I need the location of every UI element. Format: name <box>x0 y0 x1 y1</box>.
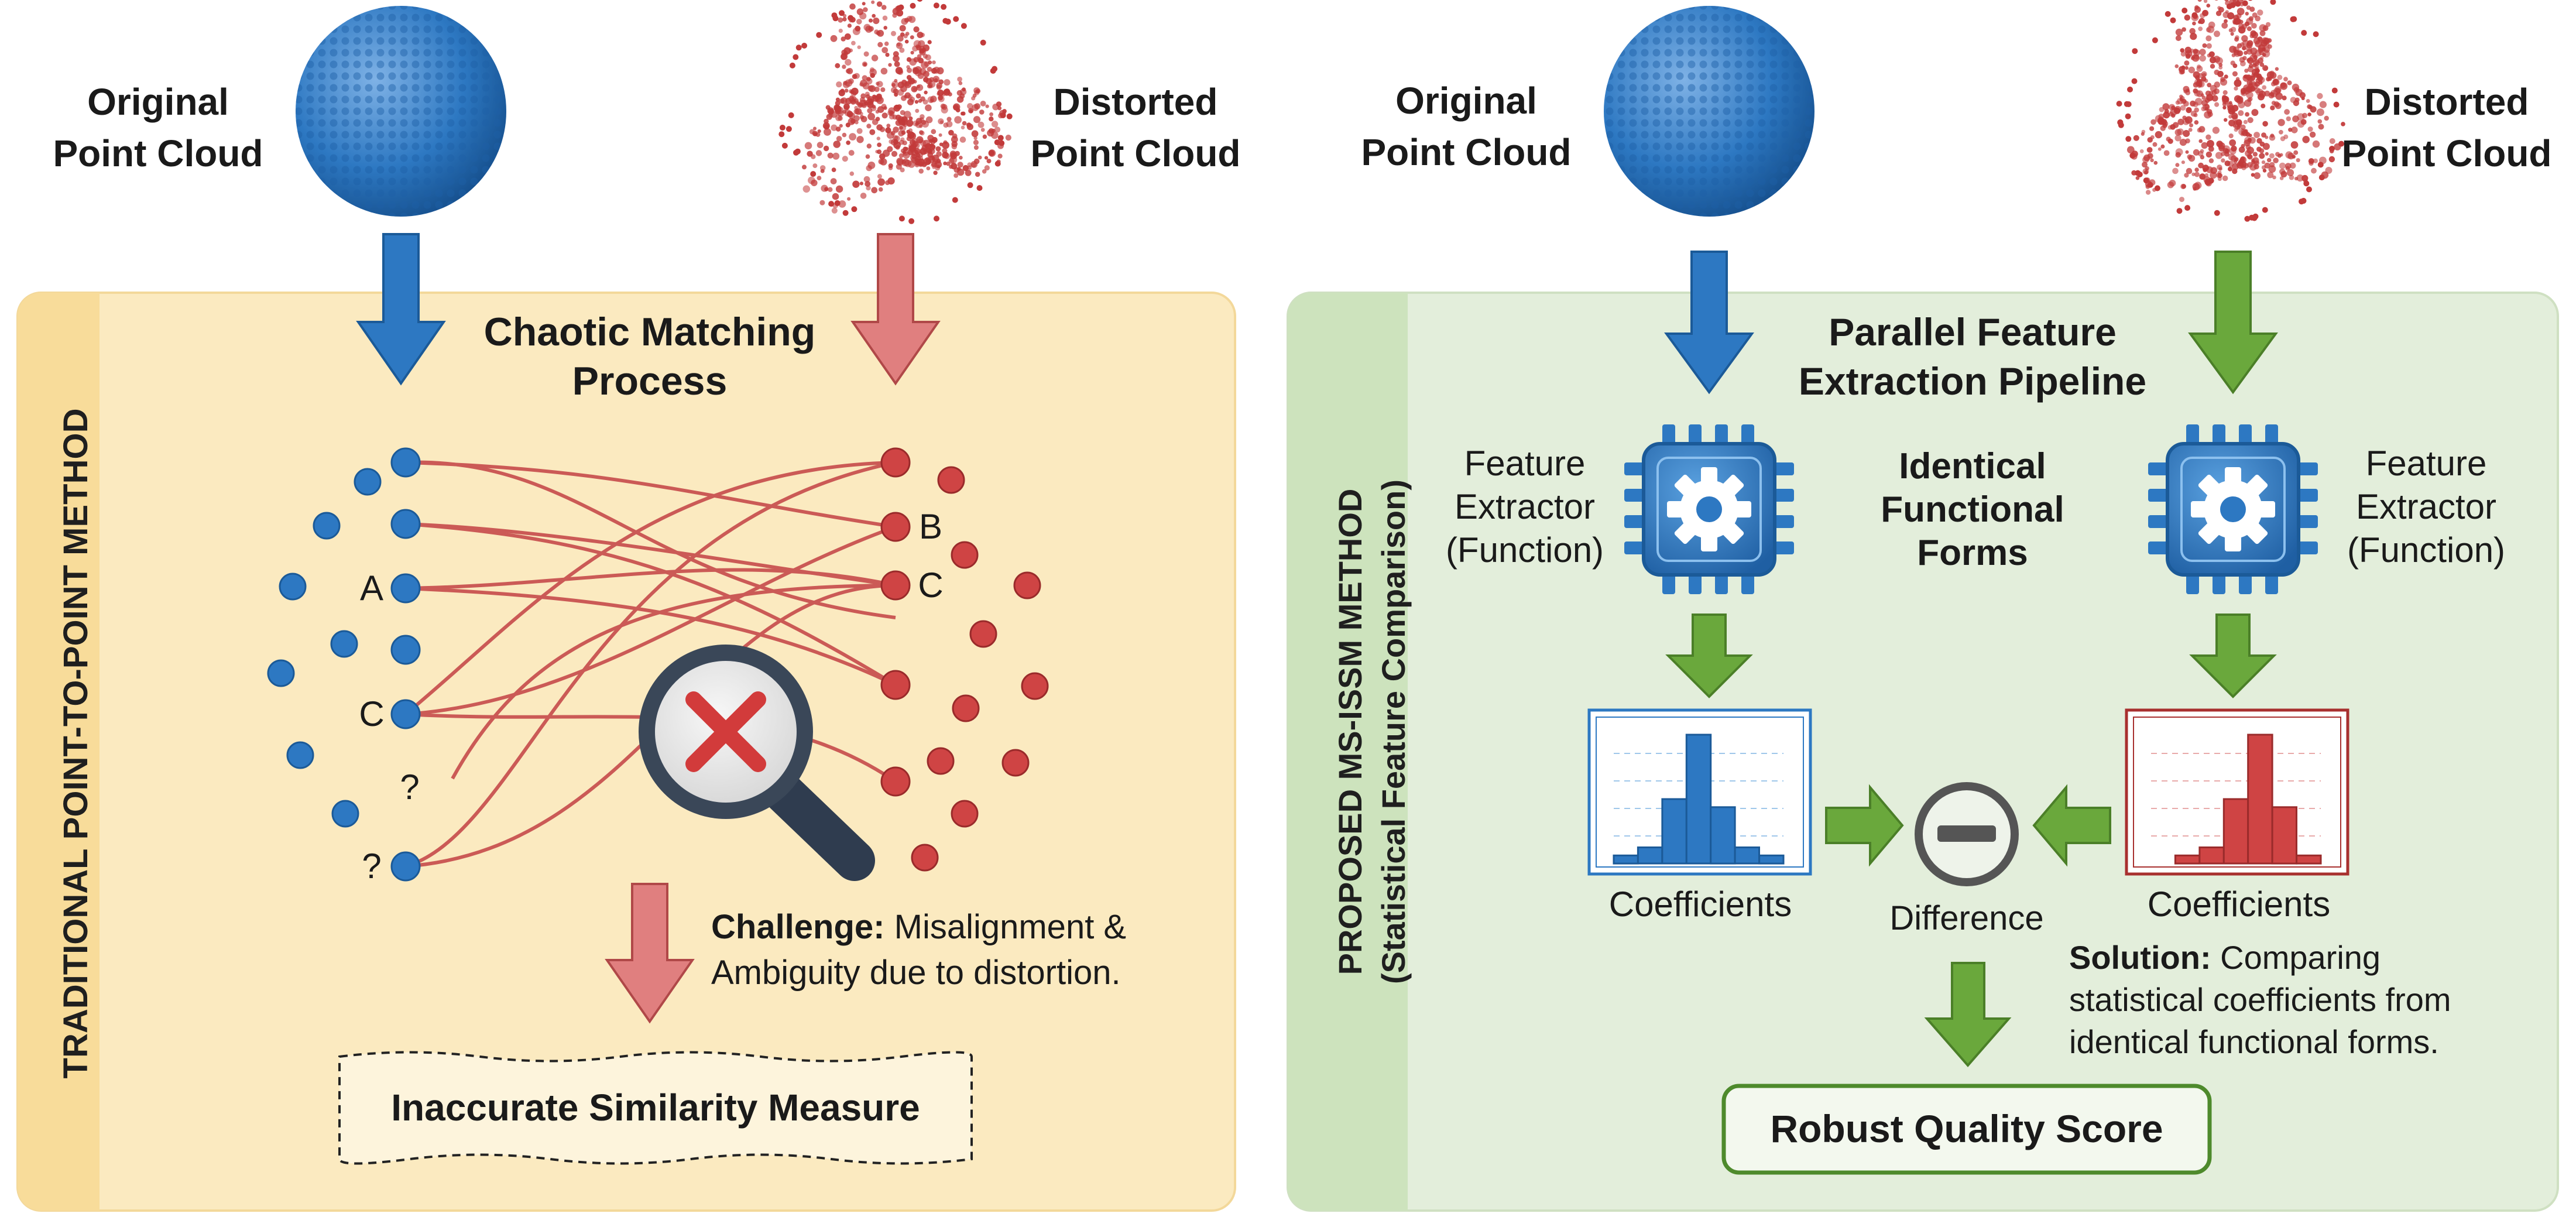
point-label-c-left: C <box>359 694 385 734</box>
challenge-line2: Ambiguity due to distortion. <box>711 954 1121 992</box>
arrow-down-red-result <box>605 883 695 1024</box>
distorted-label-right-line2: Point Cloud <box>2341 132 2552 174</box>
process-title: Chaotic Matching Process <box>445 307 855 406</box>
histogram-bar <box>2271 806 2298 865</box>
identical-forms-line3: Forms <box>1917 533 2028 573</box>
extractor-label-left-line2: Extractor <box>1454 487 1596 526</box>
inaccurate-measure-box <box>338 1051 973 1165</box>
original-label-left: Original Point Cloud <box>41 76 275 179</box>
side-label-proposed-line1: PROPOSED MS-ISSM METHOD <box>1332 488 1368 975</box>
histogram-bar <box>1734 846 1761 865</box>
distorted-points-group <box>880 447 1049 872</box>
original-label-left-line1: Original <box>87 81 229 123</box>
extractor-label-right-line2: Extractor <box>2355 487 2497 526</box>
extractor-label-left-line1: Feature <box>1464 444 1586 483</box>
robust-score-label: Robust Quality Score <box>1770 1107 2163 1150</box>
histogram-bar <box>1685 734 1712 865</box>
point-label-b: B <box>918 507 943 546</box>
identical-forms-label: Identical Functional Forms <box>1850 445 2095 575</box>
arrow-down-blue-right <box>1664 251 1754 395</box>
pipeline-title-line2: Extraction Pipeline <box>1798 359 2147 403</box>
histogram-bar <box>1710 806 1736 865</box>
inaccurate-result-label: Inaccurate Similarity Measure <box>391 1087 920 1129</box>
arrow-down-blue-left <box>356 233 446 386</box>
arrow-down-green-score <box>1924 962 2012 1068</box>
solution-text: Solution: Comparing statistical coeffici… <box>2069 937 2451 1063</box>
original-label-right: Original Point Cloud <box>1349 75 1583 178</box>
original-point-cloud-sphere-right <box>1604 6 1814 217</box>
process-title-line1: Chaotic Matching <box>483 310 816 354</box>
histogram-bar <box>2247 734 2273 865</box>
histogram-bar <box>2222 798 2249 865</box>
distorted-label-left: Distorted Point Cloud <box>1018 76 1253 179</box>
histogram-bar <box>1758 854 1785 865</box>
challenge-bold: Challenge: <box>711 908 885 946</box>
proposed-method-panel <box>1287 292 2559 1212</box>
arrow-down-green-chip-right <box>2189 614 2277 698</box>
side-label-traditional: TRADITIONAL POINT-TO-POINT METHOD <box>57 408 95 1079</box>
histogram-bar <box>2174 854 2201 865</box>
arrow-down-green-right <box>2188 251 2278 395</box>
distorted-point-cloud-left <box>778 0 1013 224</box>
histogram-bar <box>1637 846 1663 865</box>
original-label-right-line1: Original <box>1395 80 1537 122</box>
solution-line1: Comparing <box>2220 939 2381 976</box>
histogram-bar <box>1661 798 1687 865</box>
distorted-label-right: Distorted Point Cloud <box>2330 76 2564 179</box>
arrow-down-green-chip-left <box>1665 614 1753 698</box>
extractor-label-left: Feature Extractor (Function) <box>1428 442 1621 572</box>
challenge-text: Challenge: Misalignment & Ambiguity due … <box>711 904 1126 996</box>
pipeline-title: Parallel Feature Extraction Pipeline <box>1744 307 2201 406</box>
original-label-left-line2: Point Cloud <box>53 132 263 174</box>
identical-forms-line2: Functional <box>1881 489 2064 530</box>
magnifier-x-icon <box>639 645 875 881</box>
side-label-proposed-line2: (Statistical Feature Comparison) <box>1375 479 1412 984</box>
original-label-right-line2: Point Cloud <box>1361 131 1572 173</box>
distorted-label-right-line1: Distorted <box>2364 81 2529 123</box>
point-label-q1: ? <box>400 767 420 807</box>
distorted-point-cloud-right <box>2116 0 2345 222</box>
arrow-left-to-difference <box>2032 784 2111 867</box>
original-points-group <box>267 447 421 882</box>
histogram-bar <box>1613 854 1639 865</box>
histogram-original <box>1587 708 1812 876</box>
point-label-q2: ? <box>362 846 382 886</box>
minus-circle-icon <box>1915 782 2019 886</box>
difference-label: Difference <box>1889 899 2044 937</box>
extractor-label-right-line1: Feature <box>2365 444 2487 483</box>
solution-line3: identical functional forms. <box>2069 1023 2439 1060</box>
process-title-line2: Process <box>572 359 728 403</box>
robust-score-box <box>1721 1084 2212 1175</box>
chaotic-matching-lines <box>404 460 897 868</box>
side-label-proposed: PROPOSED MS-ISSM METHOD (Statistical Fea… <box>1329 351 1422 1112</box>
extractor-label-left-line3: (Function) <box>1445 530 1604 570</box>
chip-gear-icon-left <box>1624 424 1794 594</box>
point-label-a: A <box>359 568 384 608</box>
pipeline-title-line1: Parallel Feature <box>1829 310 2117 354</box>
solution-bold: Solution: <box>2069 939 2211 976</box>
chip-gear-icon-right <box>2148 424 2318 594</box>
arrow-down-red-left <box>850 233 941 386</box>
distorted-label-left-line2: Point Cloud <box>1030 132 1241 174</box>
extractor-label-right-line3: (Function) <box>2347 530 2506 570</box>
original-point-cloud-sphere-left <box>296 6 506 217</box>
distorted-label-left-line1: Distorted <box>1053 81 1218 123</box>
coefficients-label-left: Coefficients <box>1608 885 1792 924</box>
challenge-line1: Misalignment & <box>894 908 1127 946</box>
histogram-distorted <box>2125 708 2349 876</box>
identical-forms-line1: Identical <box>1899 446 2046 486</box>
coefficients-label-right: Coefficients <box>2147 885 2331 924</box>
extractor-label-right: Feature Extractor (Function) <box>2330 442 2523 572</box>
solution-line2: statistical coefficients from <box>2069 981 2451 1018</box>
histogram-bar <box>2198 846 2225 865</box>
arrow-right-to-difference <box>1825 784 1904 867</box>
point-label-c-right: C <box>918 565 944 605</box>
histogram-bar <box>2296 854 2322 865</box>
